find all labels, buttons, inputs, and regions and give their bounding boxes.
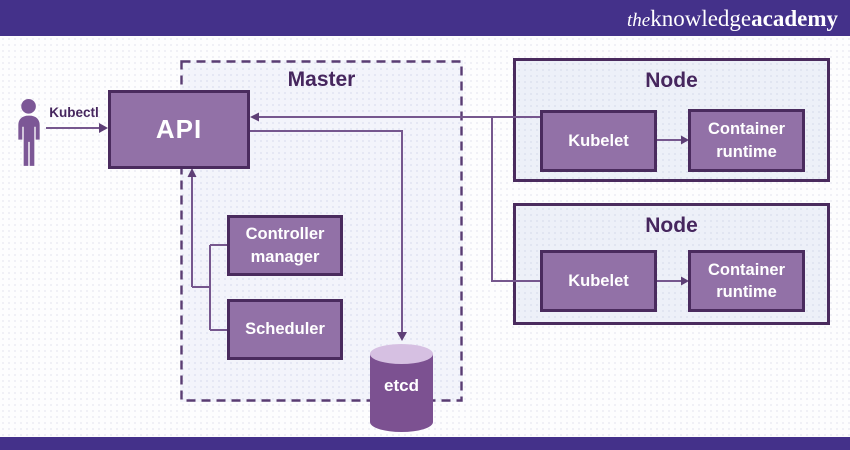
node-2-container-runtime-box: Container runtime xyxy=(688,250,805,312)
user-icon xyxy=(18,99,40,166)
top-banner: theknowledgeacademy xyxy=(0,0,850,36)
node-2-kubelet-box: Kubelet xyxy=(540,250,657,312)
logo-word-academy: academy xyxy=(751,5,838,31)
brand-logo: theknowledgeacademy xyxy=(627,7,838,30)
node-1-container-runtime-box: Container runtime xyxy=(688,109,805,172)
arrowhead-into-api-left xyxy=(99,123,108,133)
api-box: API xyxy=(108,90,250,169)
controller-manager-box: Controller manager xyxy=(227,215,343,276)
etcd-label: etcd xyxy=(384,376,419,395)
scheduler-box: Scheduler xyxy=(227,299,343,360)
kubectl-label: Kubectl xyxy=(49,105,99,120)
bottom-banner xyxy=(0,437,850,450)
master-title: Master xyxy=(287,68,356,91)
logo-word-knowledge: knowledge xyxy=(650,5,752,31)
logo-word-the: the xyxy=(626,9,651,31)
node-1-title: Node xyxy=(645,69,698,92)
node-1-kubelet-box: Kubelet xyxy=(540,110,657,172)
node-2-title: Node xyxy=(645,214,698,237)
